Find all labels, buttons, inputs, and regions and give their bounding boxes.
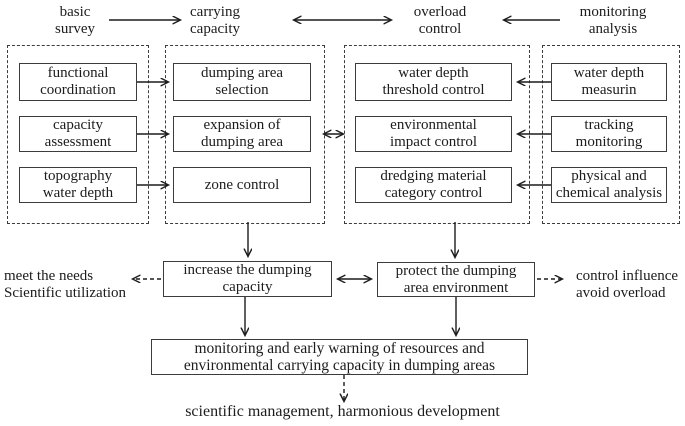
box-expansion-of-dumping-area: expansion of dumping area [173,116,311,152]
stage-label-overload-control: overload control [413,4,467,37]
box-physical-and-chemical-analysis: physical and chemical analysis [551,167,667,203]
box-water-depth-measuring: water depth measurin [551,63,667,101]
box-monitoring-early-warning: monitoring and early warning of resource… [151,339,528,375]
stage-label-carrying-capacity: carrying capacity [190,4,240,37]
box-dredging-material-category-control: dredging material category control [355,167,512,203]
note-control-influence: control influence avoid overload [576,268,679,301]
stage-label-monitoring-analysis: monitoring analysis [579,4,647,37]
note-meet-the-needs: meet the needs Scientific utilization [4,268,127,301]
box-protect-dumping-area-environment: protect the dumping area environment [377,262,535,297]
box-increase-dumping-capacity: increase the dumping capacity [163,261,332,297]
box-functional-coordination: functional coordination [19,63,137,101]
box-capacity-assessment: capacity assessment [19,116,137,152]
box-dumping-area-selection: dumping area selection [173,63,311,101]
stage-label-basic-survey: basic survey [55,4,95,37]
box-environmental-impact-control: environmental impact control [355,116,512,152]
box-tracking-monitoring: tracking monitoring [551,116,667,152]
footer-scientific-management: scientific management, harmonious develo… [185,403,500,420]
box-zone-control: zone control [173,167,311,203]
box-topography-water-depth: topography water depth [19,167,137,203]
box-water-depth-threshold-control: water depth threshold control [355,63,512,101]
